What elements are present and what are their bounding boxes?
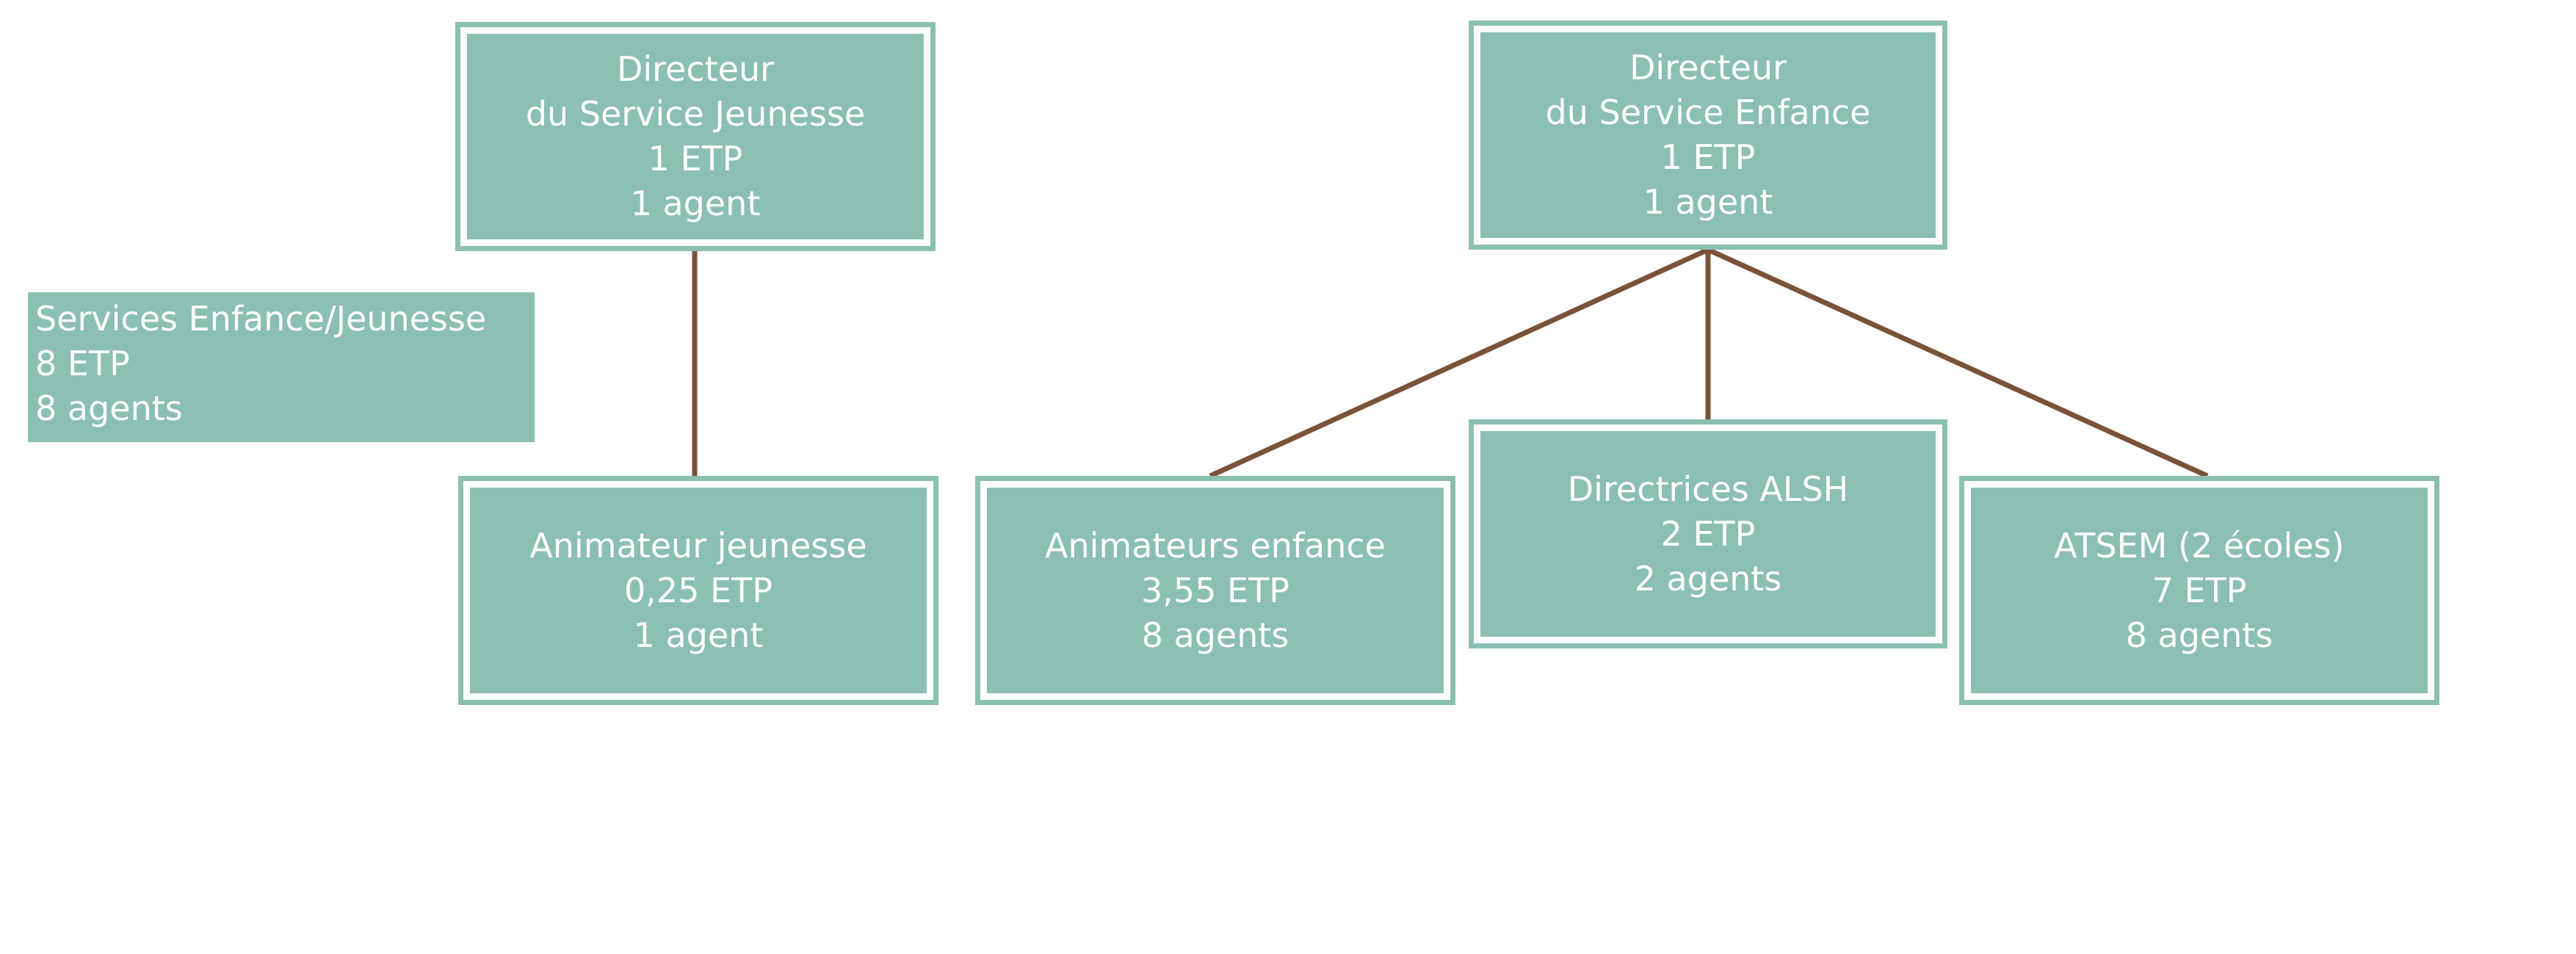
services-summary-box: Services Enfance/Jeunesse 8 ETP 8 agents — [28, 292, 535, 442]
node-agents: 8 agents — [2125, 615, 2273, 655]
node-agents: 2 agents — [1634, 558, 1782, 599]
node-role: Animateurs enfance — [1045, 525, 1386, 565]
node-etp: 0,25 ETP — [624, 570, 773, 610]
node-etp: 7 ETP — [2152, 570, 2247, 610]
node-animateurs-enfance: Animateurs enfance 3,55 ETP 8 agents — [975, 476, 1455, 705]
node-agents: 1 agent — [630, 184, 761, 223]
node-role: Directeur — [1629, 48, 1787, 87]
node-etp: 1 ETP — [1660, 137, 1756, 177]
node-directeur-service-enfance: Directeur du Service Enfance 1 ETP 1 age… — [1469, 21, 1947, 250]
node-animateur-jeunesse: Animateur jeunesse 0,25 ETP 1 agent — [458, 476, 938, 705]
node-etp: 2 ETP — [1660, 513, 1756, 554]
node-service: du Service Enfance — [1545, 93, 1871, 132]
summary-agents: 8 agents — [35, 389, 183, 428]
connector-dir-enfance-to-animateurs-enfance — [1209, 247, 1710, 479]
node-etp: 1 ETP — [648, 139, 743, 178]
node-directrices-alsh: Directrices ALSH 2 ETP 2 agents — [1469, 419, 1947, 648]
node-directeur-service-jeunesse: Directeur du Service Jeunesse 1 ETP 1 ag… — [455, 22, 936, 251]
node-atsem: ATSEM (2 écoles) 7 ETP 8 agents — [1959, 476, 2439, 705]
node-agents: 1 agent — [633, 615, 764, 655]
node-role: Directrices ALSH — [1567, 469, 1849, 509]
node-service: du Service Jeunesse — [525, 94, 866, 134]
node-etp: 3,55 ETP — [1141, 570, 1289, 610]
node-role: Animateur jeunesse — [529, 525, 867, 565]
node-role: Directeur — [616, 49, 775, 89]
node-agents: 8 agents — [1141, 615, 1289, 655]
node-agents: 1 agent — [1643, 182, 1773, 222]
summary-title: Services Enfance/Jeunesse — [35, 299, 487, 339]
node-role: ATSEM (2 écoles) — [2054, 525, 2345, 565]
summary-etp: 8 ETP — [35, 344, 130, 383]
connector-dir-enfance-to-atsem — [1707, 247, 2209, 479]
